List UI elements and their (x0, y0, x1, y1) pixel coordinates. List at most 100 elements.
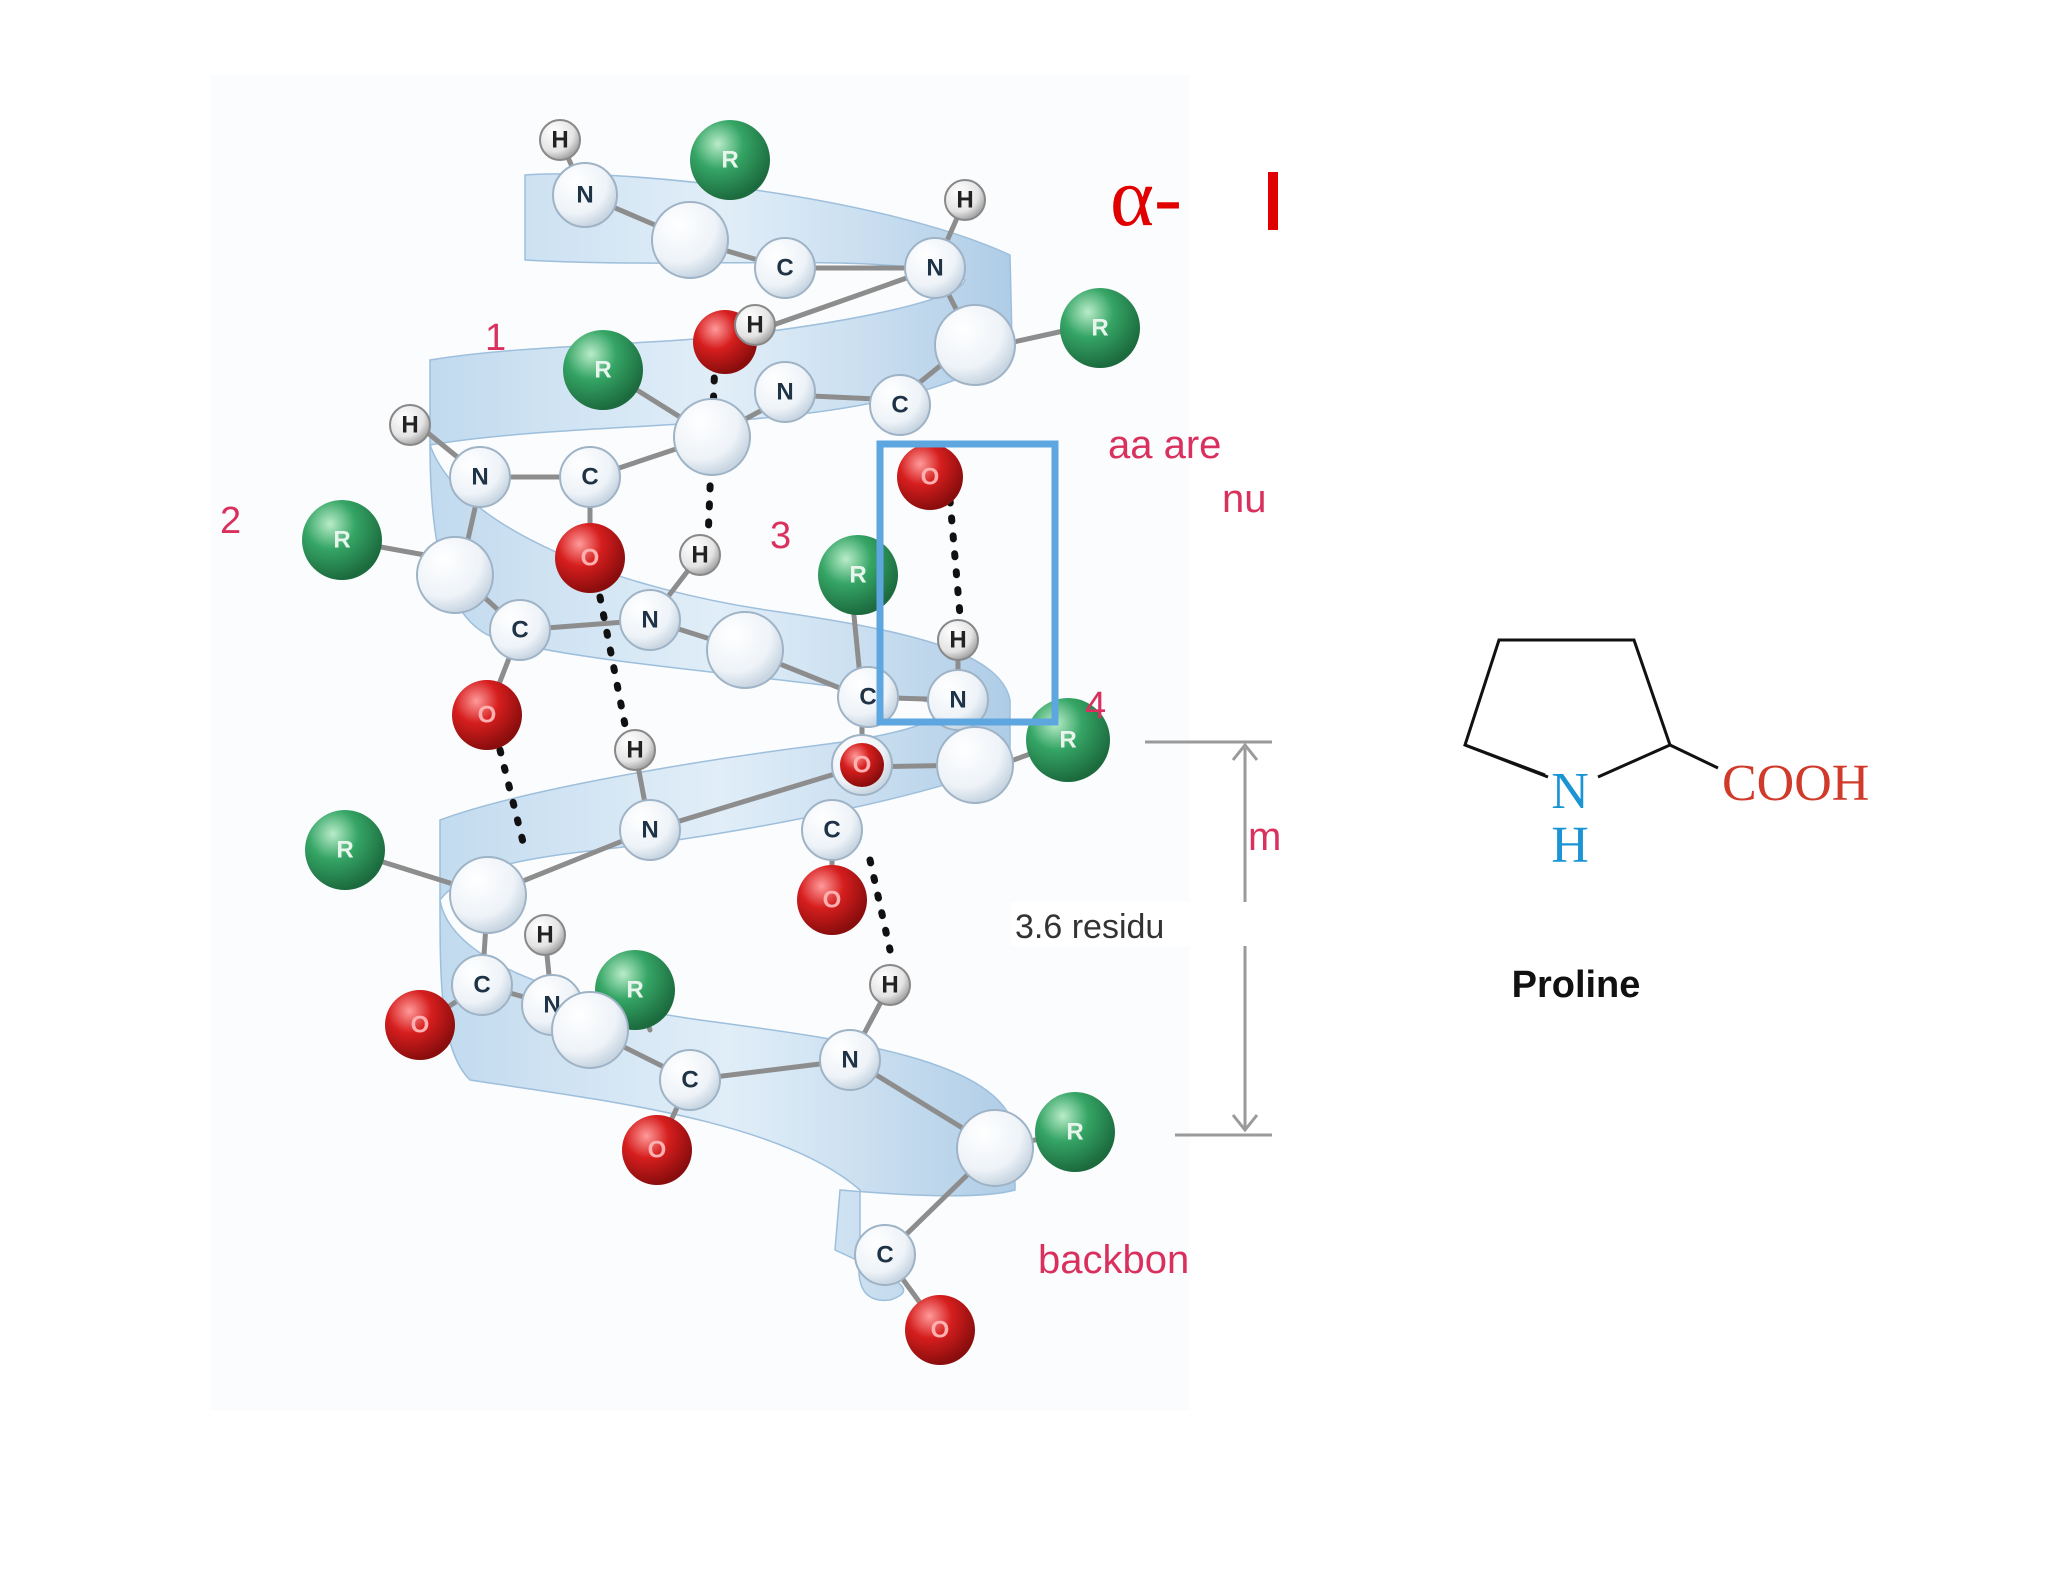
residues-per-turn-label: 3.6 residu (1015, 908, 1164, 946)
backbone-atom (551, 991, 629, 1069)
backbone-atom (869, 374, 931, 436)
backbone-atom (936, 726, 1014, 804)
ring-bond-n-right (1597, 743, 1671, 779)
atom-symbol: R (1091, 315, 1108, 342)
atom-symbol: O (931, 1317, 950, 1344)
atom-symbol: N (641, 817, 658, 844)
backbone-atom (934, 304, 1016, 386)
proline-ring-n: N (1551, 763, 1589, 820)
atom-symbol: C (473, 972, 490, 999)
backbone-atom (651, 201, 729, 279)
backbone-atom (754, 361, 816, 423)
atom-symbol: H (956, 187, 973, 214)
atom-symbol: R (626, 977, 643, 1004)
r-group-atom (563, 330, 643, 410)
hydrogen-atom (734, 304, 776, 346)
atom-symbol: C (681, 1067, 698, 1094)
backbone-atom (904, 237, 966, 299)
oxygen-atom (897, 444, 963, 510)
oxygen-atom (622, 1115, 692, 1185)
residue-number-3: 3 (770, 515, 791, 557)
backbone-label: backbon (1038, 1238, 1189, 1282)
atom-symbol: O (411, 1012, 430, 1039)
proline-ring-h: H (1551, 817, 1589, 874)
side-note-2: nu (1222, 477, 1267, 521)
atom-symbol: O (648, 1137, 667, 1164)
backbone-atom (754, 237, 816, 299)
backbone-atom (854, 1224, 916, 1286)
atom-symbol: O (581, 545, 600, 572)
helix-title-fragment (1268, 172, 1278, 230)
proline-name: Proline (1512, 964, 1641, 1006)
atom-symbol: O (853, 752, 872, 779)
atom-symbol: R (594, 357, 611, 384)
residue-number-4: 4 (1085, 685, 1106, 727)
r-group-atom (302, 500, 382, 580)
hydrogen-atom (937, 619, 979, 661)
atom-symbol: R (721, 147, 738, 174)
atom-symbol: O (478, 702, 497, 729)
helix-title: α- (1110, 151, 1182, 244)
oxygen-atom (385, 990, 455, 1060)
hydrogen-atom (869, 964, 911, 1006)
backbone-atom (552, 162, 618, 228)
hydrogen-atom (389, 404, 431, 446)
atom-symbol: R (1066, 1119, 1083, 1146)
atom-symbol: C (511, 617, 528, 644)
proline-cooh: COOH (1722, 755, 1869, 812)
oxygen-atom (555, 523, 625, 593)
atom-symbol: N (841, 1047, 858, 1074)
backbone-atom (416, 536, 494, 614)
hydrogen-atom (524, 914, 566, 956)
atom-symbol: H (401, 412, 418, 439)
r-group-atom (1035, 1092, 1115, 1172)
hydrogen-atom (614, 729, 656, 771)
residue-number-1: 1 (485, 317, 506, 359)
atom-symbol: N (926, 255, 943, 282)
proline-structure: N H COOH Proline (1463, 638, 1869, 1006)
atom-symbol: H (626, 737, 643, 764)
atom-symbol: C (891, 392, 908, 419)
backbone-atom (801, 799, 863, 861)
proline-ring (1463, 638, 1672, 777)
backbone-atom (451, 954, 513, 1016)
carboxyl-bond (1669, 743, 1719, 770)
backbone-atom (559, 446, 621, 508)
helix-atoms: NHRCNHRHNCRHNCOROHNRCHNCOROOHNCROHHCNROC… (302, 119, 1140, 1365)
atom-symbol: N (776, 379, 793, 406)
atom-symbol: R (336, 837, 353, 864)
atom-symbol: R (333, 527, 350, 554)
atom-symbol: N (576, 182, 593, 209)
hydrogen-bond-highlight-box (876, 440, 1059, 726)
r-group-atom (690, 120, 770, 200)
hydrogen-atom (944, 179, 986, 221)
backbone-atom (449, 856, 527, 934)
oxygen-atom (905, 1295, 975, 1365)
atom-symbol: H (536, 922, 553, 949)
backbone-atom (489, 599, 551, 661)
atom-symbol: C (823, 817, 840, 844)
atom-symbol: H (949, 627, 966, 654)
side-note-1: aa are (1108, 423, 1221, 467)
atom-symbol: H (551, 127, 568, 154)
r-group-atom (305, 810, 385, 890)
backbone-atom (659, 1049, 721, 1111)
atom-symbol: N (949, 687, 966, 714)
hydrogen-atom (539, 119, 581, 161)
measure-label-bg (1010, 902, 1290, 946)
hydrogen-atom (679, 534, 721, 576)
backbone-atom (706, 611, 784, 689)
backbone-atom (673, 398, 751, 476)
ring-bond-n-left (1464, 743, 1549, 779)
atom-symbol: C (581, 464, 598, 491)
atom-symbol: O (823, 887, 842, 914)
atom-symbol: N (641, 607, 658, 634)
atom-symbol: C (876, 1242, 893, 1269)
backbone-atom (619, 799, 681, 861)
backbone-atom (819, 1029, 881, 1091)
image-crop-edge (1292, 60, 1298, 1420)
backbone-atom (449, 446, 511, 508)
atom-symbol: O (921, 464, 940, 491)
oxygen-atom (797, 865, 867, 935)
atom-symbol: R (1059, 727, 1076, 754)
